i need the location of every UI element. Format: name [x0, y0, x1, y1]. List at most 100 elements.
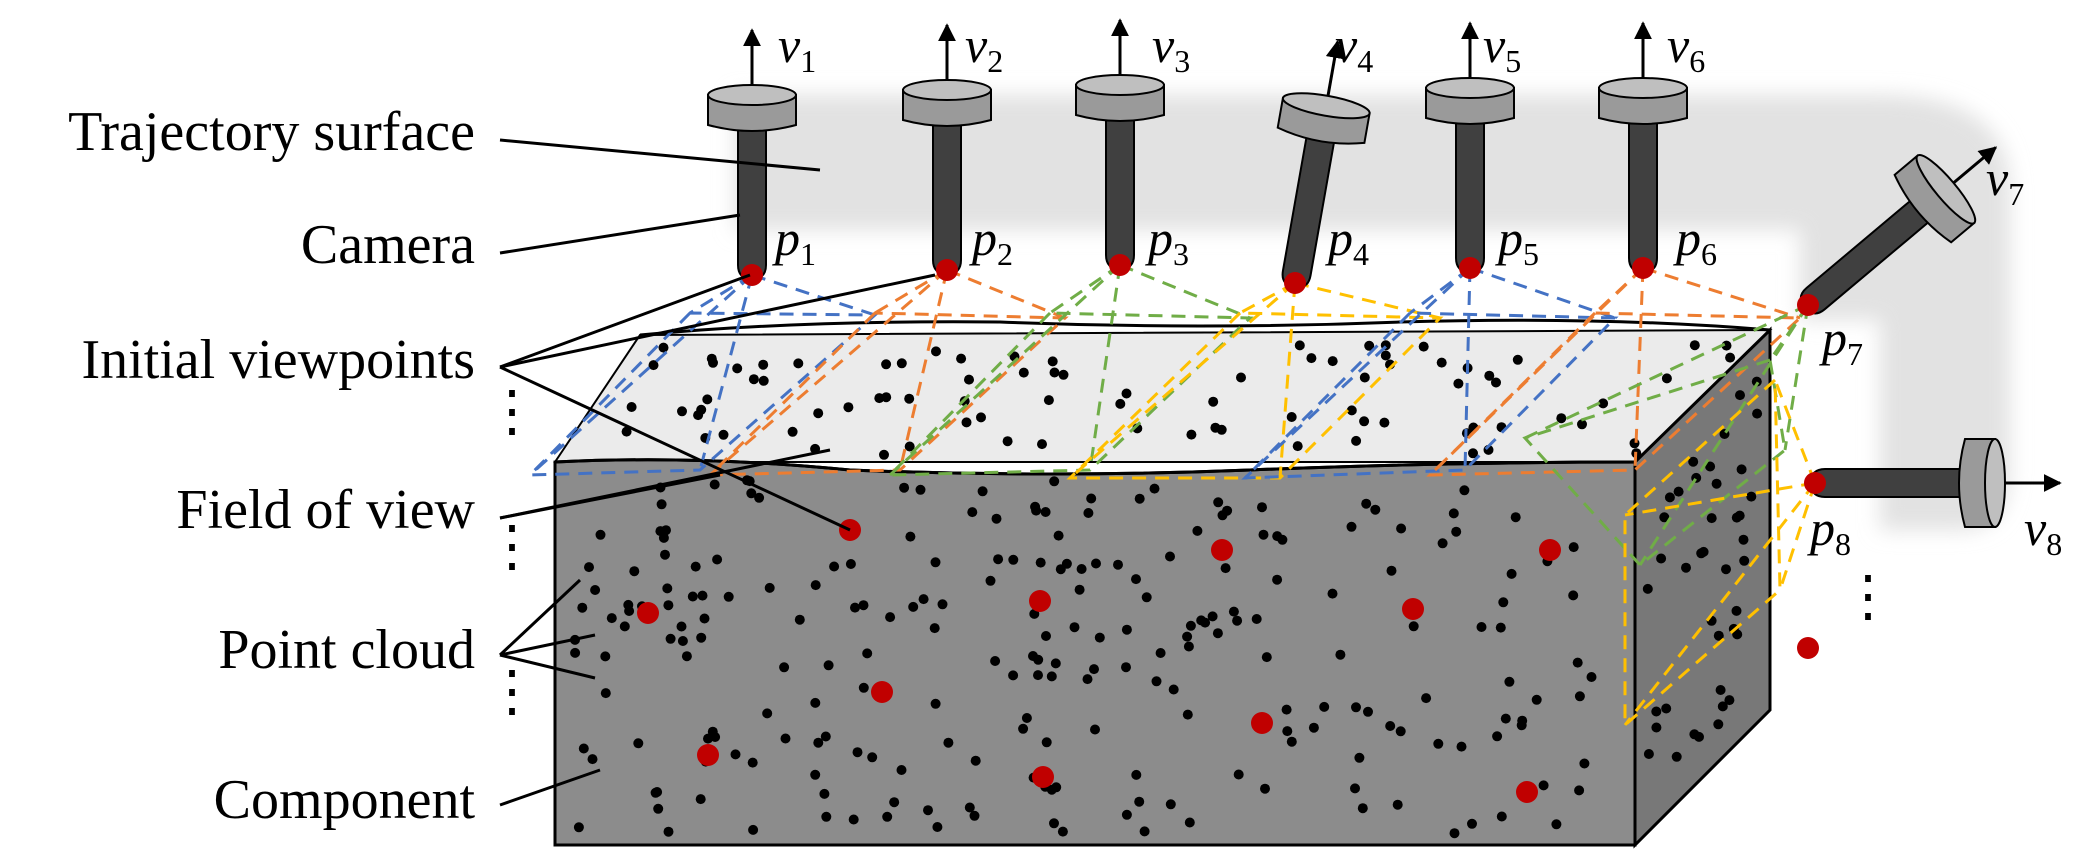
cloud-point [1040, 507, 1051, 517]
cloud-point [1121, 624, 1132, 635]
field-of-view [886, 263, 1254, 477]
cloud-point [648, 360, 659, 371]
cloud-point [626, 402, 637, 412]
cloud-point [1008, 554, 1019, 565]
field-of-view [1623, 376, 1817, 729]
cloud-point [1236, 372, 1246, 383]
cloud-point [1168, 684, 1179, 695]
cloud-point [1735, 390, 1745, 401]
cloud-point [823, 660, 834, 671]
cloud-point [937, 599, 948, 610]
cloud-point [1090, 724, 1100, 735]
cloud-point [1049, 367, 1060, 378]
cloud-point [810, 697, 821, 708]
cloud-point [758, 375, 769, 386]
cloud-point [1213, 497, 1224, 508]
cloud-point [1053, 530, 1064, 541]
cloud-point [858, 682, 869, 693]
cloud-point [1165, 799, 1176, 810]
cloud-point [1286, 736, 1297, 747]
cloud-point [1396, 523, 1407, 534]
cloud-point [663, 600, 674, 611]
cloud-point [747, 757, 758, 768]
cloud-point [606, 613, 617, 624]
cloud-point [676, 621, 687, 632]
cloud-point [904, 441, 915, 452]
cloud-point [1113, 559, 1123, 570]
viewpoint-label-p4: p4 [1325, 210, 1369, 272]
cloud-point [1504, 676, 1515, 687]
cloud-point [991, 513, 1002, 524]
cloud-point [1121, 662, 1131, 673]
cloud-point [1496, 811, 1507, 822]
cloud-point [655, 526, 666, 537]
fov-edge [1428, 266, 1645, 477]
cloud-point [879, 449, 889, 460]
cloud-point [1041, 631, 1051, 641]
cloud-point [1408, 621, 1419, 632]
cloud-point [1210, 422, 1221, 433]
cloud-point [976, 412, 986, 423]
cloud-point [1752, 408, 1763, 419]
camera-body [902, 23, 992, 276]
cloud-point [1351, 702, 1361, 713]
ellipsis-marks: ⋮ ⋮ ⋮ ⋮ [484, 381, 1896, 723]
cloud-point [1370, 504, 1381, 515]
label-point-cloud: Point cloud [218, 619, 475, 681]
lens-icon [1075, 74, 1165, 96]
cloud-point [1121, 388, 1132, 399]
direction-label-v2: v2 [965, 17, 1003, 79]
cloud-point [1139, 826, 1150, 837]
cloud-point [1467, 818, 1477, 829]
cloud-point [1134, 493, 1145, 504]
cloud-point [1673, 486, 1684, 497]
cloud-point [1086, 493, 1097, 504]
cloud-point [1448, 508, 1459, 519]
cloud-point [1688, 456, 1699, 467]
camera-body [1075, 18, 1165, 271]
view-direction-arrow [1952, 146, 1998, 185]
cloud-point [623, 599, 634, 610]
cloud-point [821, 811, 832, 822]
viewpoint-dot [1632, 257, 1654, 279]
ellipsis-2: ⋮ [484, 516, 540, 578]
cloud-point [1319, 701, 1330, 712]
cloud-point [1437, 538, 1448, 549]
cloud-point [1057, 826, 1068, 837]
cloud-point [1418, 341, 1429, 352]
cloud-point [848, 814, 859, 825]
direction-label-v8: v8 [2024, 500, 2062, 562]
cloud-point [748, 824, 759, 835]
cloud-point [584, 562, 594, 573]
viewpoint-dot [1804, 472, 1826, 494]
cloud-point [985, 575, 996, 586]
cloud-point [600, 688, 611, 699]
cloud-point [858, 600, 869, 611]
cloud-point [1433, 738, 1444, 749]
cloud-point [1449, 828, 1460, 839]
fov-edge [898, 269, 949, 471]
viewpoint-marker [871, 681, 893, 703]
cloud-point [1233, 769, 1244, 780]
cloud-point [699, 613, 710, 624]
cloud-point [656, 499, 667, 510]
cloud-point [695, 794, 706, 805]
fov-edge [1069, 281, 1296, 480]
camera-body [1425, 21, 1515, 274]
cloud-point [1656, 553, 1667, 564]
direction-label-v3: v3 [1152, 17, 1190, 79]
cloud-point [896, 358, 907, 369]
fov-edge [1119, 263, 1251, 320]
camera-body [1276, 39, 1371, 289]
cloud-point [1500, 713, 1511, 724]
fov-edge [1469, 266, 1616, 320]
cloud-point [843, 402, 854, 413]
viewpoint-label-p5: p5 [1495, 210, 1539, 272]
field-of-view [526, 273, 879, 477]
cloud-point [829, 561, 840, 572]
cloud-point [1689, 340, 1700, 351]
fov-base [1522, 358, 1787, 568]
